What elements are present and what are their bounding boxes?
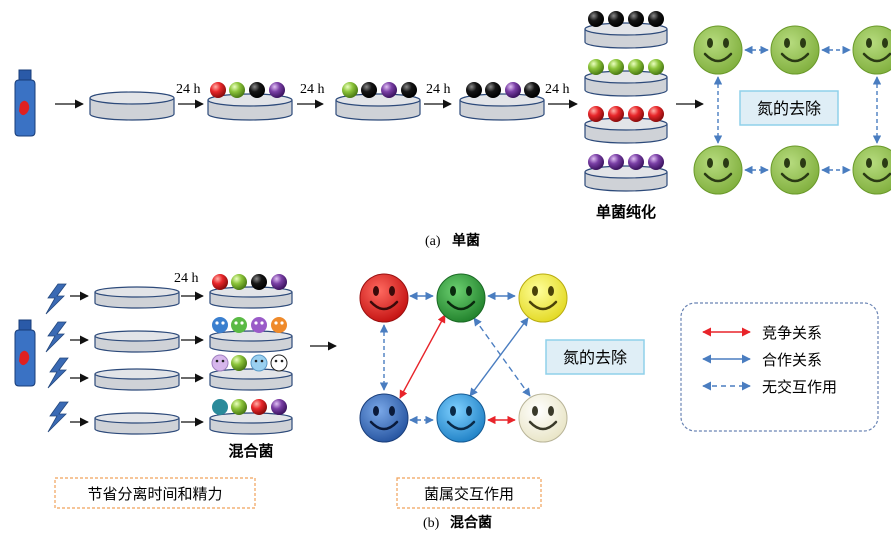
flow-arrows <box>70 291 337 427</box>
petri-dish-icon <box>207 82 293 121</box>
lightning-icon <box>47 401 69 433</box>
time-label: 24 h <box>300 82 325 97</box>
bacteria-ball-black <box>361 82 377 98</box>
mixed-label: 混合菌 <box>228 442 273 460</box>
petri-dish-icon <box>584 106 668 144</box>
save-time-label: 节省分离时间和精力 <box>87 485 222 503</box>
smiley-icon-darkgreen <box>436 273 486 323</box>
petri-dish-icon <box>584 59 668 97</box>
petri-dish-icon <box>94 412 180 435</box>
petri-dish-icon <box>209 274 293 309</box>
panel-a: 24 h 24 h 24 h <box>14 11 891 249</box>
smiley-icon-green <box>852 145 891 195</box>
save-time-box <box>54 477 256 509</box>
petri-dish-icon <box>209 317 293 353</box>
removal-box <box>545 339 645 375</box>
caption-text: 单菌 <box>452 232 480 249</box>
caption-text: 混合菌 <box>450 514 492 531</box>
smiley-icon-green <box>852 25 891 75</box>
petri-dish-icon <box>94 286 180 309</box>
bacteria-ball-purple <box>269 82 285 98</box>
bacteria-ball-green <box>342 82 358 98</box>
caption-letter: (a) <box>425 234 441 249</box>
bacteria-ball-green <box>229 82 245 98</box>
single-smiley-grid: 氮的去除 <box>693 25 891 195</box>
time-label: 24 h <box>176 82 201 97</box>
bottle-icon <box>14 319 36 387</box>
smiley-icon-green <box>693 145 743 195</box>
interaction-box <box>396 477 542 509</box>
bacteria-ball-black <box>466 82 482 98</box>
time-label: 24 h <box>426 82 451 97</box>
time-label: 24 h <box>174 271 199 286</box>
bottle-icon <box>14 69 36 137</box>
petri-dish-icon <box>584 11 668 49</box>
smiley-icon-red <box>359 273 409 323</box>
petri-dish-icon <box>94 368 180 391</box>
petri-dish-icon <box>459 82 545 121</box>
smiley-icon-cream <box>518 393 568 443</box>
lightning-icon <box>47 357 69 389</box>
smiley-icon-lightblue <box>436 393 486 443</box>
legend-label-no-interaction: 无交互作用 <box>762 378 837 396</box>
smiley-icon-green <box>693 25 743 75</box>
lightning-icon <box>45 321 67 353</box>
removal-box <box>739 90 839 126</box>
bacteria-ball-black <box>401 82 417 98</box>
caption-letter: (b) <box>423 516 440 531</box>
petri-dish-icon <box>209 354 293 391</box>
bacteria-ball-black <box>249 82 265 98</box>
smiley-icon-blue <box>359 393 409 443</box>
purify-label: 单菌纯化 <box>596 203 656 221</box>
legend-label-cooperation: 合作关系 <box>762 351 822 369</box>
panel-b: 24 h 混合菌 <box>14 271 879 531</box>
lightning-icon <box>45 283 67 315</box>
petri-dish-icon <box>335 82 421 121</box>
bacteria-ball-purple <box>505 82 521 98</box>
petri-dish-icon <box>584 154 668 192</box>
legend: 竞争关系 合作关系 无交互作用 <box>680 302 879 432</box>
petri-dish-icon <box>94 330 180 353</box>
smiley-icon-green <box>770 145 820 195</box>
bacteria-ball-black <box>524 82 540 98</box>
petri-dish-icon <box>89 91 175 121</box>
time-label: 24 h <box>545 82 570 97</box>
smiley-icon-yellow <box>518 273 568 323</box>
petri-dish-icon <box>209 399 293 435</box>
smiley-icon-green <box>770 25 820 75</box>
bacteria-ball-black <box>485 82 501 98</box>
removal-label: 氮的去除 <box>563 348 627 367</box>
bacteria-ball-purple <box>381 82 397 98</box>
interaction-label: 菌属交互作用 <box>424 485 514 503</box>
purified-dish-stack <box>584 11 668 192</box>
interaction-network <box>359 273 568 443</box>
legend-label-competition: 竞争关系 <box>762 324 822 342</box>
no-interaction-arrows <box>713 45 882 175</box>
removal-label: 氮的去除 <box>757 99 821 118</box>
bacteria-ball-red <box>210 82 226 98</box>
